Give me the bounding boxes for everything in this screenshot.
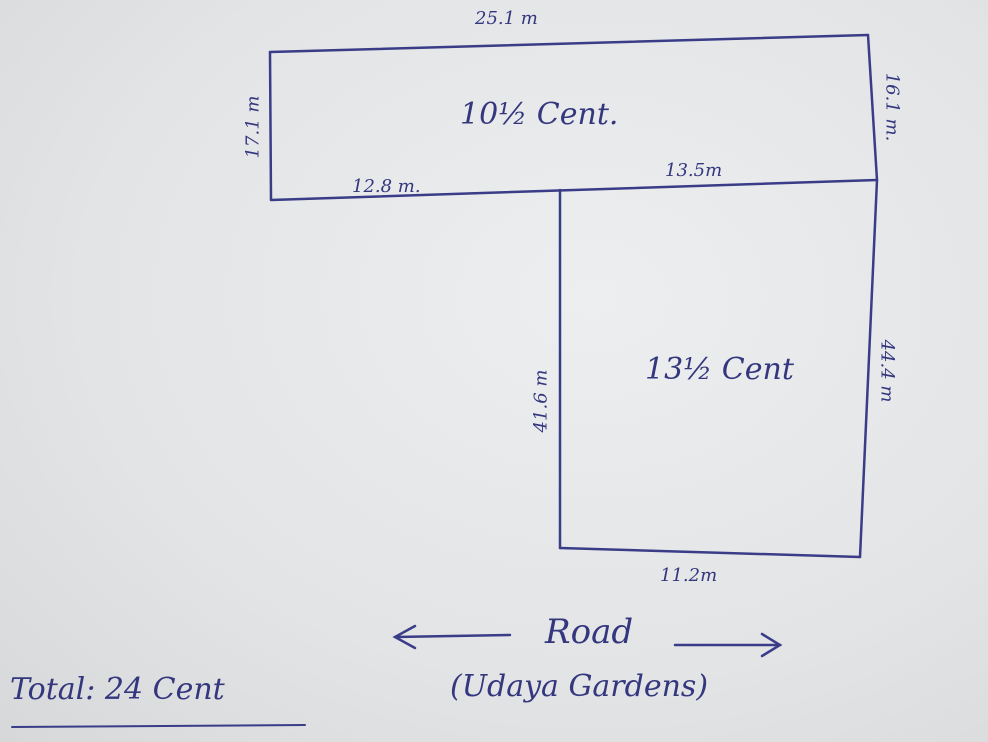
road-right-arrow	[673, 632, 783, 658]
total-area-label: Total: 24 Cent	[10, 672, 225, 707]
top-plot-top-edge	[268, 33, 870, 54]
bottom-width-label: 11.2m	[660, 565, 718, 586]
road-left-arrow	[392, 624, 512, 650]
bottom-left-width-label: 12.8 m.	[352, 176, 421, 197]
bottom-left-length-label: 41.6 m	[530, 369, 552, 433]
top-right-height-label: 16.1 m.	[881, 72, 903, 142]
top-plot-bottom-edge	[269, 178, 879, 202]
bottom-plot-bottom-edge	[558, 546, 862, 559]
road-name-label: (Udaya Gardens)	[450, 669, 709, 704]
top-left-height-label: 17.1 m	[242, 95, 264, 159]
top-plot-right-edge	[866, 33, 879, 182]
bottom-right-width-label: 13.5m	[665, 160, 723, 181]
bottom-right-length-label: 44.4 m	[876, 339, 898, 403]
top-width-label: 25.1 m	[475, 8, 538, 29]
total-underline	[11, 724, 306, 728]
top-plot-area-label: 10½ Cent.	[460, 97, 619, 132]
bottom-plot-area-label: 13½ Cent	[645, 352, 794, 387]
road-label: Road	[545, 612, 634, 652]
bottom-plot-right-edge	[858, 178, 879, 559]
top-plot-left-edge	[268, 50, 273, 202]
